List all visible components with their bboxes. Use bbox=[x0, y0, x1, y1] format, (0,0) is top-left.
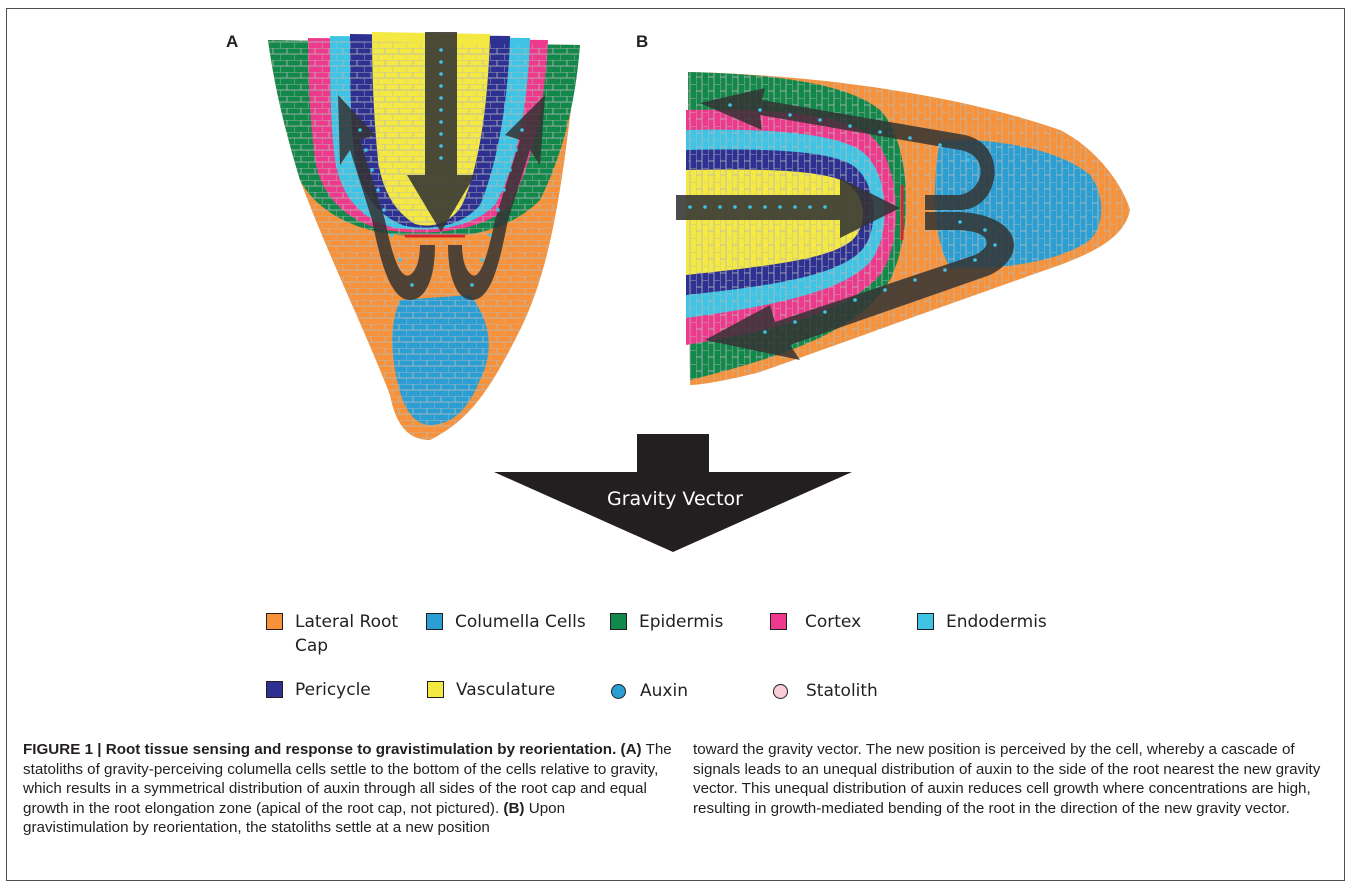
legend-item-epidermis: Epidermis bbox=[610, 610, 723, 634]
gravity-vector-label: Gravity Vector bbox=[560, 488, 790, 510]
legend-label: Auxin bbox=[640, 679, 688, 703]
endodermis-swatch bbox=[917, 613, 934, 630]
panel-label-a: A bbox=[226, 32, 238, 52]
legend-label: Endodermis bbox=[946, 610, 1047, 634]
epidermis-swatch bbox=[610, 613, 627, 630]
panel-b-root bbox=[676, 72, 1130, 385]
legend-item-vasculature: Vasculature bbox=[427, 678, 555, 702]
legend-label: Epidermis bbox=[639, 610, 723, 634]
figure-caption-left: FIGURE 1 | Root tissue sensing and respo… bbox=[23, 740, 673, 838]
legend-item-cortex: Cortex bbox=[770, 610, 861, 634]
legend-item-lateral-root-cap: Lateral Root Cap bbox=[266, 610, 416, 658]
panel-label-b: B bbox=[636, 32, 648, 52]
legend-label: Vasculature bbox=[456, 678, 555, 702]
legend-item-statolith: Statolith bbox=[773, 679, 878, 703]
vasculature-swatch bbox=[427, 681, 444, 698]
legend-item-endodermis: Endodermis bbox=[917, 610, 1047, 634]
legend-label: Columella Cells bbox=[455, 610, 586, 634]
legend-label: Pericycle bbox=[295, 678, 371, 702]
legend-item-columella-cells: Columella Cells bbox=[426, 610, 586, 634]
legend-label: Lateral Root Cap bbox=[295, 610, 416, 658]
cortex-swatch bbox=[770, 613, 787, 630]
legend-label: Statolith bbox=[806, 679, 878, 703]
legend-label: Cortex bbox=[805, 610, 861, 634]
statolith-dot-icon bbox=[773, 684, 788, 699]
panel-a-root bbox=[268, 32, 580, 440]
legend-item-auxin: Auxin bbox=[611, 679, 688, 703]
caption-panel-b-label: (B) bbox=[503, 800, 524, 817]
figure-caption-right: toward the gravity vector. The new posit… bbox=[693, 740, 1323, 818]
caption-panel-a-label: (A) bbox=[621, 741, 642, 758]
pericycle-swatch bbox=[266, 681, 283, 698]
figure-caption-title: FIGURE 1 | Root tissue sensing and respo… bbox=[23, 741, 616, 758]
legend-item-pericycle: Pericycle bbox=[266, 678, 371, 702]
lateral-root-cap-swatch bbox=[266, 613, 283, 630]
auxin-dot-icon bbox=[611, 684, 626, 699]
columella-cells-swatch bbox=[426, 613, 443, 630]
